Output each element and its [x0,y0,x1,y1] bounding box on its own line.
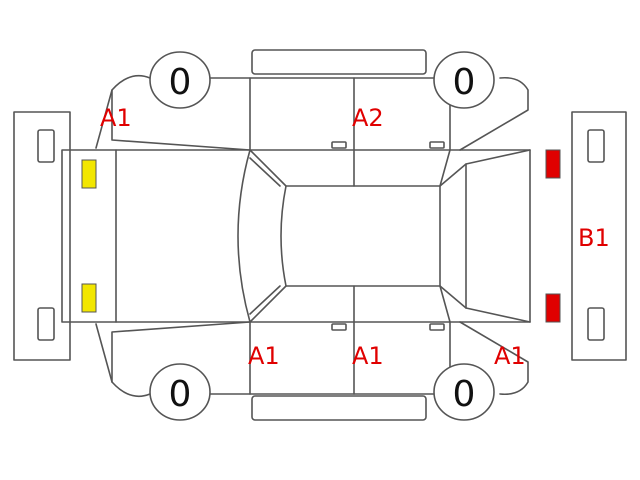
damage-label-front-left-fender: A1 [100,104,132,132]
damage-label-front-right-door: A1 [352,342,384,370]
front-bumper [13,111,71,361]
damage-label-rear-right-quarter: A1 [494,342,526,370]
damage-label-rear-left-quarter: A2 [352,104,384,132]
tire-front-left: 0 [149,51,211,109]
tire-front-left-value: 0 [169,62,192,103]
damage-label-rear-panel: B1 [578,224,610,252]
front-light-top [81,159,97,189]
tire-rear-right: 0 [433,363,495,421]
car-top-view [61,149,531,323]
rear-light-bottom [545,293,561,323]
front-light-bottom [81,283,97,313]
tire-rear-left-value: 0 [453,62,476,103]
right-side-profile [95,285,529,398]
roof-strip-top [251,49,427,75]
rear-light-top [545,149,561,179]
roof-strip-bottom [251,395,427,421]
tire-rear-left: 0 [433,51,495,109]
rear-bumper [571,111,627,361]
tire-rear-right-value: 0 [453,374,476,415]
tire-front-right-value: 0 [169,374,192,415]
tire-front-right: 0 [149,363,211,421]
damage-label-front-right-fender: A1 [248,342,280,370]
